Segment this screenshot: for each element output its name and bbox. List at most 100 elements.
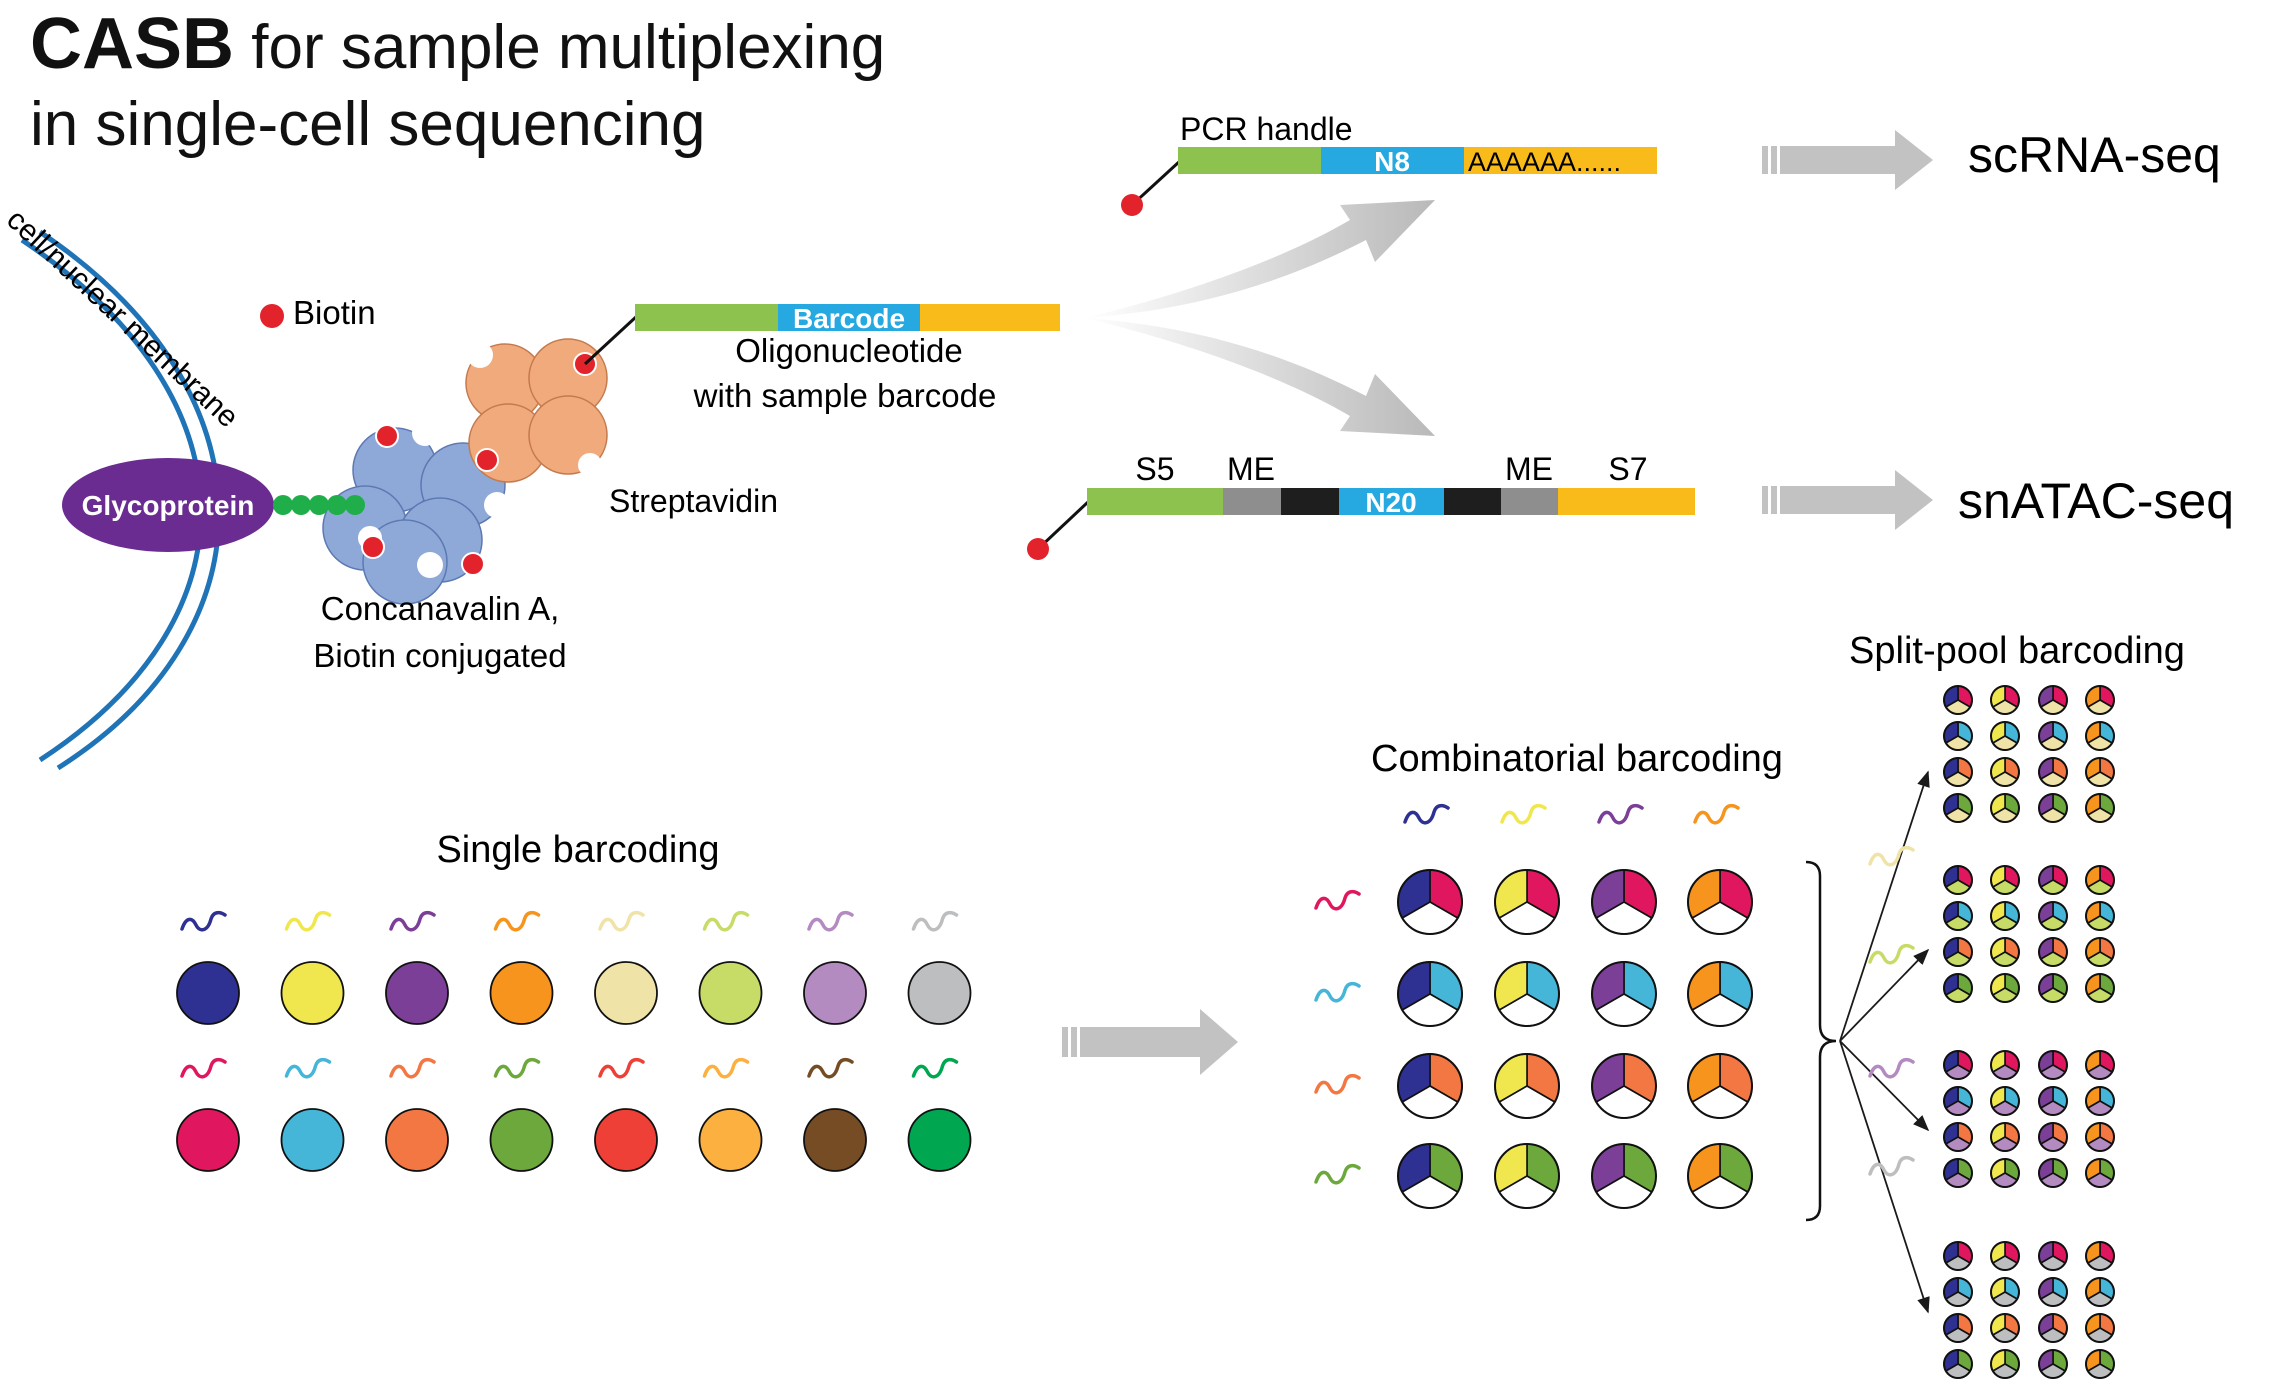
page-title: CASB for sample multiplexing bbox=[30, 4, 885, 84]
pie-outline bbox=[2085, 1122, 2115, 1152]
split-pool-well bbox=[2038, 973, 2068, 1003]
branch-arrow-down bbox=[1085, 318, 1435, 436]
sample-dot bbox=[280, 961, 345, 1025]
split-pool-well bbox=[1990, 937, 2020, 967]
split-pool-well bbox=[1990, 1313, 2020, 1343]
pie-outline bbox=[2085, 1313, 2115, 1343]
combinatorial-well bbox=[1591, 869, 1657, 935]
pie-outline bbox=[2038, 901, 2068, 931]
combinatorial-barcoding-title: Combinatorial barcoding bbox=[1371, 738, 1783, 780]
barcode-squiggle-icon bbox=[911, 1057, 959, 1079]
pie-outline bbox=[1990, 973, 2020, 1003]
sample-dot bbox=[176, 961, 240, 1025]
split-pool-well bbox=[2038, 901, 2068, 931]
split-squiggle-icon bbox=[1868, 1057, 1915, 1079]
pie-outline bbox=[2038, 757, 2068, 787]
split-pool-well bbox=[2085, 793, 2115, 823]
combinatorial-well bbox=[1494, 869, 1560, 935]
pie-outline bbox=[1397, 869, 1463, 935]
pie-outline bbox=[2038, 1349, 2068, 1379]
split-pool-well bbox=[2085, 757, 2115, 787]
split-pool-well bbox=[2085, 937, 2115, 967]
split-pool-well bbox=[1990, 1122, 2020, 1152]
pie-outline bbox=[2085, 685, 2115, 715]
pie-outline bbox=[1943, 1277, 1973, 1307]
sample-dot bbox=[176, 1108, 240, 1172]
split-pool-well bbox=[2085, 1241, 2115, 1271]
combinatorial-well bbox=[1397, 1053, 1463, 1119]
pie-outline bbox=[1591, 869, 1657, 935]
split-pool-well bbox=[2038, 1122, 2068, 1152]
combinatorial-well bbox=[1687, 961, 1753, 1027]
oligo-label-1: Oligonucleotide bbox=[735, 332, 963, 369]
pie-outline bbox=[1943, 901, 1973, 931]
pie-outline bbox=[2038, 685, 2068, 715]
pie-outline bbox=[2085, 757, 2115, 787]
pie-outline bbox=[2038, 721, 2068, 751]
split-squiggle-icon bbox=[1868, 1155, 1915, 1177]
pie-outline bbox=[2085, 973, 2115, 1003]
top-squiggle-icon bbox=[1403, 803, 1450, 825]
glycoprotein-label: Glycoprotein bbox=[82, 490, 255, 521]
fan-arrow bbox=[1839, 948, 1930, 1042]
sample-dot bbox=[594, 961, 658, 1025]
sample-dot bbox=[907, 961, 972, 1025]
pie-outline bbox=[1990, 1277, 2020, 1307]
pie-outline bbox=[2085, 1086, 2115, 1116]
fan-arrow bbox=[1839, 1040, 1930, 1314]
side-squiggle-icon bbox=[1314, 1163, 1361, 1185]
split-pool-well bbox=[1990, 685, 2020, 715]
pie-outline bbox=[1494, 961, 1560, 1027]
barcode-squiggle-icon bbox=[702, 1057, 750, 1079]
snatac-spacer-right bbox=[1444, 488, 1501, 515]
split-pool-well bbox=[2038, 1277, 2068, 1307]
arrow-to-snatac bbox=[1762, 470, 1933, 530]
split-pool-well bbox=[2038, 1086, 2068, 1116]
combinatorial-well bbox=[1687, 869, 1753, 935]
scrna-pcr-segment bbox=[1178, 147, 1321, 174]
pie-outline bbox=[1990, 1122, 2020, 1152]
oligo-label-2: with sample barcode bbox=[693, 377, 997, 414]
pie-outline bbox=[2038, 1050, 2068, 1080]
s7-label: S7 bbox=[1608, 451, 1647, 487]
split-pool-well bbox=[2085, 1349, 2115, 1379]
me-left-label: ME bbox=[1227, 451, 1275, 487]
split-pool-well bbox=[2085, 1086, 2115, 1116]
streptavidin-label: Streptavidin bbox=[609, 483, 778, 519]
barcode-squiggle-icon bbox=[807, 910, 854, 932]
streptavidin-sites bbox=[467, 342, 602, 477]
split-pool-well bbox=[2085, 1050, 2115, 1080]
split-pool-well bbox=[1943, 1086, 1973, 1116]
pie-outline bbox=[2038, 1241, 2068, 1271]
split-pool-well bbox=[2085, 973, 2115, 1003]
split-pool-well bbox=[1990, 1241, 2020, 1271]
split-pool-well bbox=[2085, 1313, 2115, 1343]
split-pool-well bbox=[1990, 865, 2020, 895]
split-pool-well bbox=[1943, 1277, 1973, 1307]
combinatorial-bracket bbox=[1805, 860, 1837, 1222]
pie-outline bbox=[1943, 757, 1973, 787]
concanavalin-label-2: Biotin conjugated bbox=[313, 637, 566, 674]
oligo-yellow-segment bbox=[920, 304, 1060, 331]
side-squiggle-icon bbox=[1314, 1073, 1361, 1095]
split-pool-well bbox=[2038, 1241, 2068, 1271]
top-squiggle-icon bbox=[1597, 803, 1644, 825]
barcode-squiggle-icon bbox=[180, 1057, 227, 1079]
pie-outline bbox=[2085, 1050, 2115, 1080]
sample-dot bbox=[385, 961, 449, 1025]
glycoprotein bbox=[62, 458, 274, 552]
pie-outline bbox=[2085, 793, 2115, 823]
pie-outline bbox=[2038, 793, 2068, 823]
pie-outline bbox=[1943, 1050, 1973, 1080]
pie-outline bbox=[1943, 1158, 1973, 1188]
combinatorial-well bbox=[1494, 961, 1560, 1027]
combinatorial-well bbox=[1591, 1143, 1657, 1209]
pie-outline bbox=[1591, 1053, 1657, 1119]
oligo-barcode-segment bbox=[778, 304, 920, 331]
combinatorial-well bbox=[1397, 869, 1463, 935]
split-pool-well bbox=[1943, 901, 1973, 931]
combinatorial-grid bbox=[1314, 803, 1753, 1209]
top-squiggle-icon bbox=[1500, 803, 1547, 825]
split-pool-well bbox=[2038, 757, 2068, 787]
sample-dot bbox=[698, 961, 763, 1025]
